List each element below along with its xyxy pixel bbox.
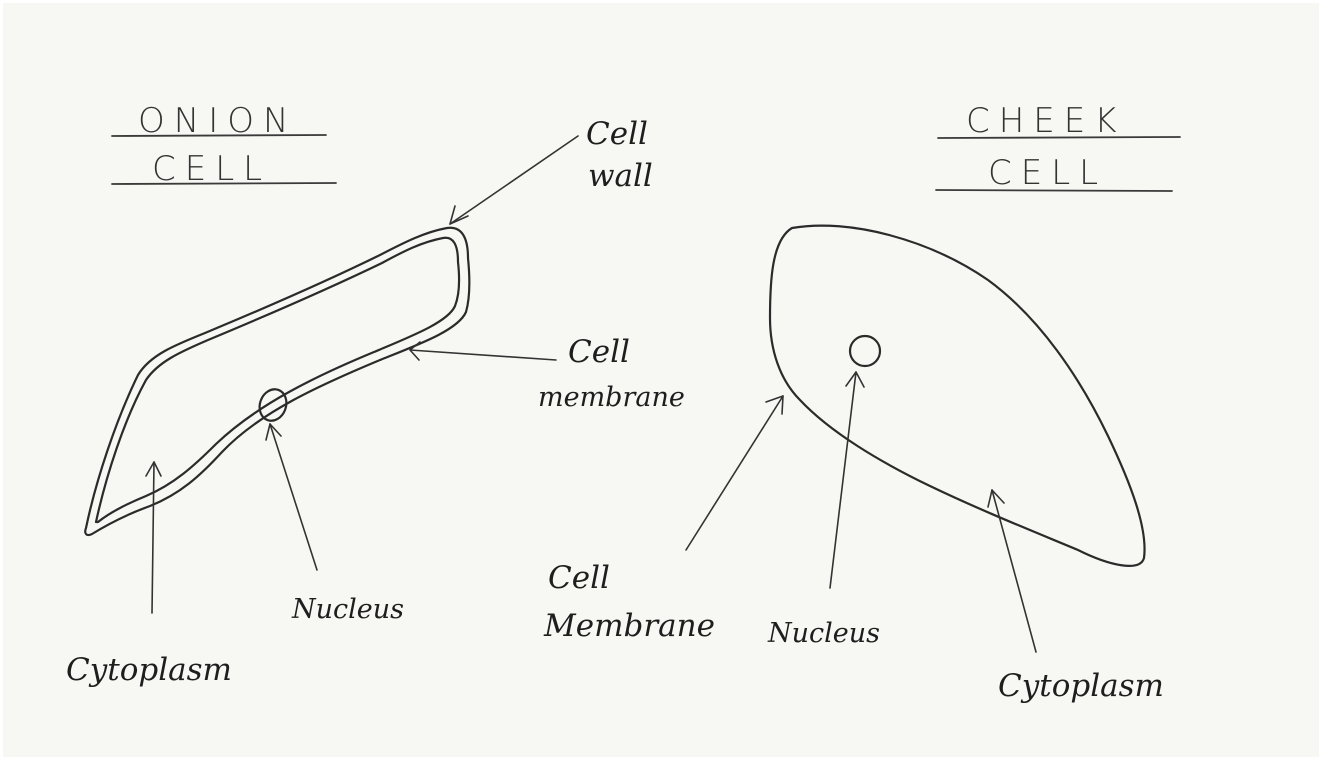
cheek-cell-membrane-label-line2: Membrane (543, 608, 715, 644)
onion-cell-wall-outline (84, 226, 471, 537)
cheek-title-underline-1 (937, 136, 1181, 139)
cheek-nucleus-arrow (829, 371, 865, 589)
onion-cell-wall-label-line2: wall (588, 158, 653, 194)
onion-cell-title: ONION CELL (111, 101, 337, 189)
cheek-title-line2: CELL (988, 153, 1107, 193)
onion-cell-wall-label-line1: Cell (586, 116, 648, 152)
onion-title-line1: ONION (138, 101, 297, 141)
cheek-cytoplasm-arrow (987, 489, 1037, 653)
onion-cell-section: ONION CELL Cell wall Cell membrane (66, 101, 685, 688)
onion-cell-membrane-outline (94, 236, 461, 524)
onion-title-underline-2 (111, 182, 337, 185)
cheek-cell-membrane-label-line1: Cell (548, 560, 610, 596)
cheek-nucleus (848, 334, 882, 368)
onion-cytoplasm-label: Cytoplasm (66, 652, 232, 688)
onion-nucleus-label: Nucleus (291, 594, 404, 625)
onion-cytoplasm-arrow (145, 461, 162, 614)
onion-nucleus-arrow (265, 423, 318, 571)
cheek-title-line1: CHEEK (966, 101, 1126, 141)
onion-title-underline-1 (111, 134, 327, 137)
paper-background (3, 3, 1319, 757)
onion-cell-wall-arrow (449, 135, 579, 225)
onion-cell-membrane-label-line1: Cell (568, 334, 630, 370)
cheek-title-underline-2 (935, 189, 1173, 192)
cheek-nucleus-label: Nucleus (767, 618, 880, 649)
onion-cell-membrane-label-line2: membrane (538, 382, 685, 413)
cheek-cell-membrane-arrow (685, 395, 784, 551)
cheek-cell-title: CHEEK CELL (935, 101, 1181, 193)
cheek-cell-section: CHEEK CELL Cell Membrane Nucleus Cytopla… (543, 101, 1181, 704)
onion-title-line2: CELL (152, 149, 271, 189)
onion-nucleus (258, 388, 288, 422)
cheek-cell-membrane-outline (768, 224, 1146, 567)
cheek-cytoplasm-label: Cytoplasm (998, 668, 1164, 704)
onion-cell-membrane-arrow (409, 341, 557, 361)
